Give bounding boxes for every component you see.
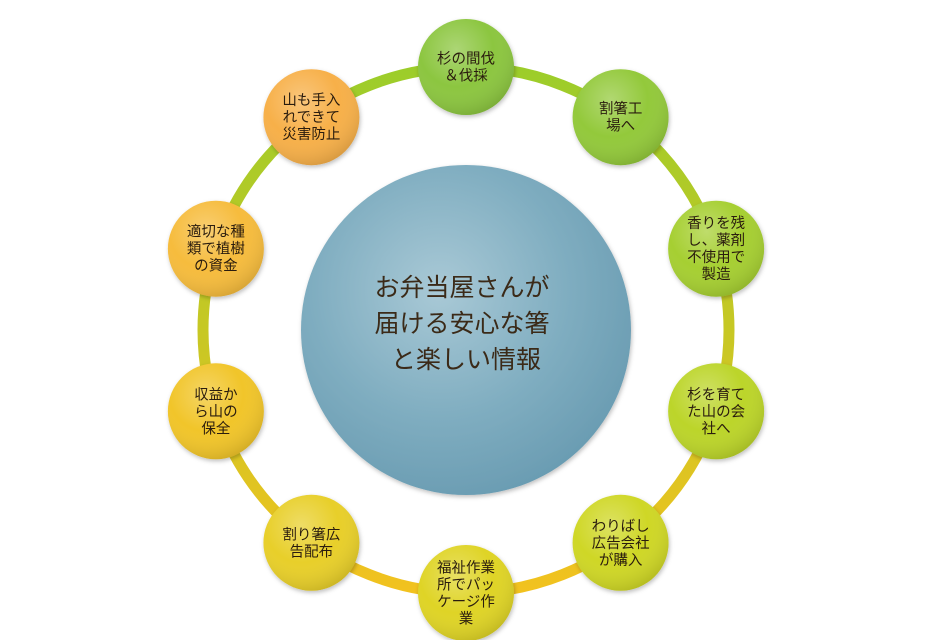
step-label-line: ら山の: [194, 403, 238, 420]
cycle-step: 香りを残し、薬剤不使用で製造: [668, 200, 765, 297]
step-label-line: 不使用で: [687, 249, 745, 266]
step-label: 収益から山の保全: [194, 386, 238, 437]
step-circle-shade: [263, 494, 360, 591]
step-label-line: 場へ: [606, 118, 635, 135]
step-label-line: 収益か: [194, 386, 238, 403]
cycle-step: 収益から山の保全: [167, 363, 264, 460]
cycle-step: 適切な種類で植樹の資金: [167, 200, 264, 297]
step-label-line: た山の会: [687, 403, 745, 420]
step-label-line: ＆伐採: [444, 68, 488, 85]
step-circle-shade: [668, 363, 765, 460]
center-title: お弁当屋さんが 届ける安心な箸 と楽しい情報: [375, 273, 558, 374]
step-label-line: 割り箸広: [282, 526, 340, 543]
step-label: 山も手入れできて災害防止: [282, 92, 340, 143]
step-label-line: 広告会社: [592, 535, 650, 552]
step-circle-shade: [418, 545, 514, 640]
step-label-line: 所でパッ: [437, 577, 495, 594]
step-circle-shade: [263, 69, 360, 166]
step-label-line: 適切な種: [187, 223, 245, 241]
step-label-line: 杉を育て: [687, 386, 745, 403]
step-circle-shade: [668, 200, 765, 297]
cycle-step: 杉の間伐＆伐採: [418, 19, 514, 115]
step-label-line: 山も手入: [282, 92, 340, 109]
step-label: 割箸工場へ: [599, 101, 643, 135]
step-label: わりばし広告会社が購入: [592, 518, 650, 569]
step-label-line: 業: [459, 611, 474, 628]
cycle-steps: 杉の間伐＆伐採割箸工場へ香りを残し、薬剤不使用で製造杉を育てた山の会社へわりばし…: [167, 19, 765, 640]
step-label: 杉の間伐＆伐採: [437, 51, 495, 85]
step-circle-shade: [572, 494, 669, 591]
step-label-line: 杉の間伐: [437, 51, 495, 68]
step-circle-shade: [572, 69, 669, 166]
step-label-line: 保全: [201, 419, 230, 437]
step-label: 福祉作業所でパッケージ作業: [437, 560, 495, 628]
step-label: 適切な種類で植樹の資金: [187, 223, 245, 275]
step-label-line: の資金: [194, 258, 238, 275]
step-label-line: 災害防止: [282, 126, 340, 143]
step-label-line: 香りを残: [687, 215, 745, 232]
step-circle-shade: [167, 363, 264, 460]
step-circle-shade: [418, 19, 514, 115]
cycle-step: わりばし広告会社が購入: [572, 494, 669, 591]
step-label-line: わりばし: [592, 518, 650, 535]
step-label-line: 割箸工: [599, 101, 643, 118]
step-label-line: 告配布: [290, 543, 334, 560]
cycle-step: 杉を育てた山の会社へ: [668, 363, 765, 460]
step-label-line: 福祉作業: [437, 560, 495, 577]
cycle-step: 福祉作業所でパッケージ作業: [418, 545, 514, 640]
step-label-line: れできて: [283, 109, 341, 126]
step-label-line: 製造: [702, 266, 731, 283]
step-label-line: が購入: [599, 552, 643, 569]
step-label-line: 社へ: [702, 420, 731, 437]
cycle-step: 割り箸広告配布: [263, 494, 360, 591]
step-circle-shade: [167, 200, 264, 297]
step-label-line: ケージ作: [437, 594, 495, 611]
step-label: 割り箸広告配布: [282, 526, 340, 560]
step-label: 香りを残し、薬剤不使用で製造: [687, 215, 745, 283]
center-circle: お弁当屋さんが 届ける安心な箸 と楽しい情報: [301, 165, 631, 495]
step-label: 杉を育てた山の会社へ: [687, 386, 745, 437]
cycle-step: 割箸工場へ: [572, 69, 669, 166]
step-label-line: し、薬剤: [687, 232, 745, 249]
step-label-line: 類で植樹: [187, 241, 245, 258]
cycle-step: 山も手入れできて災害防止: [263, 69, 360, 166]
